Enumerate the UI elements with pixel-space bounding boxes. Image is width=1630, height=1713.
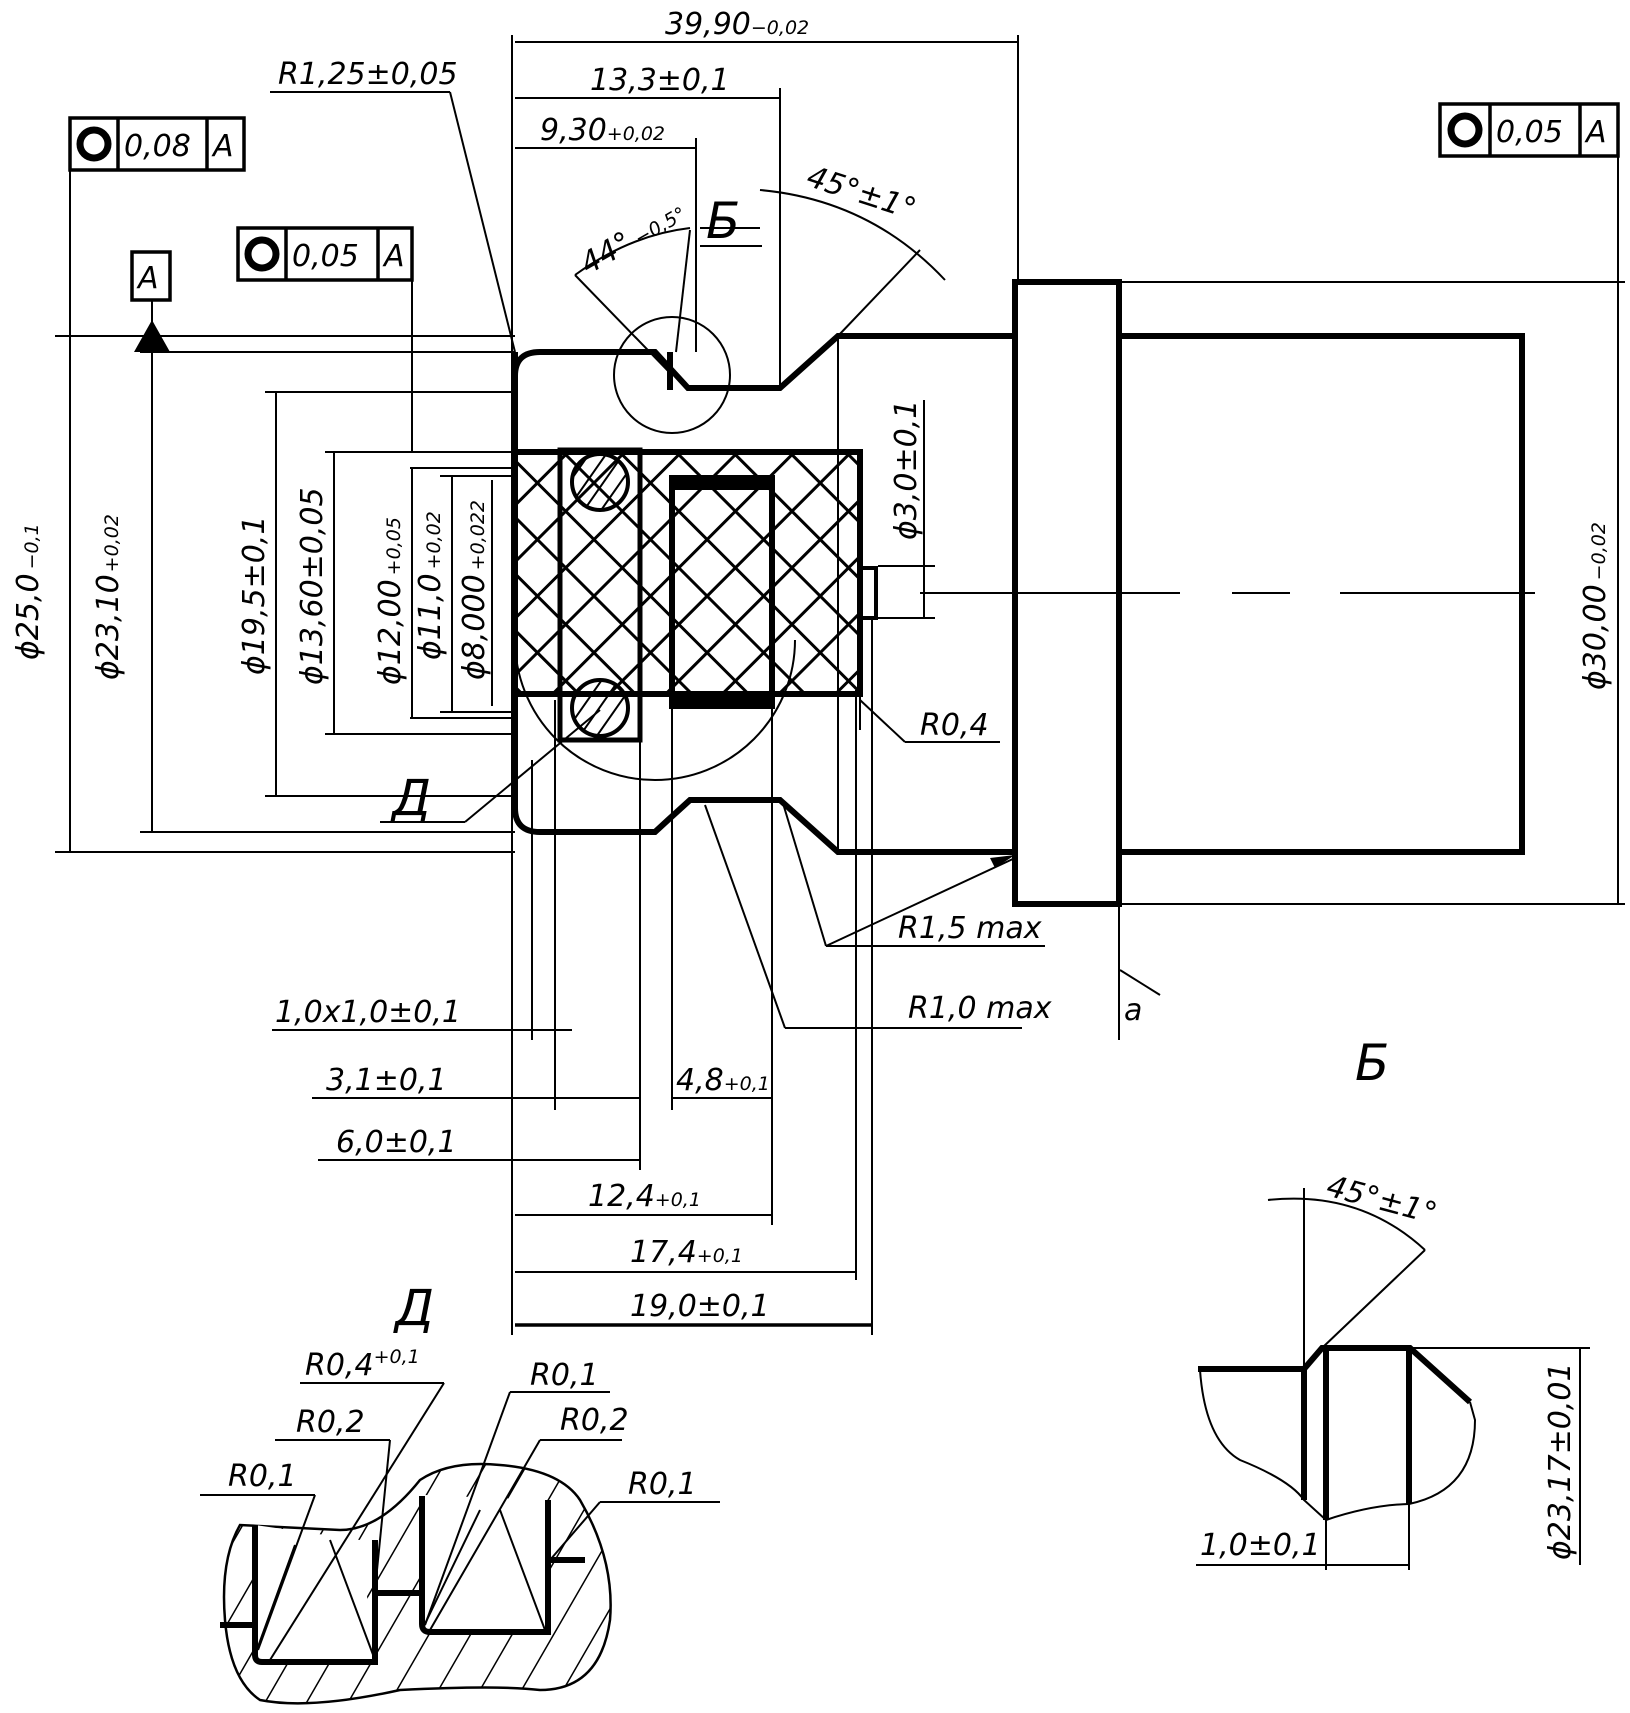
detail-d-r01-c: R0,1 xyxy=(628,1467,697,1502)
dim-sleeve-width: 4,8+0,1 xyxy=(676,1063,770,1098)
tolerance-value: 0,05 xyxy=(1496,115,1563,150)
detail-b-angle: 45°±1° xyxy=(1323,1169,1441,1232)
callout-b: Б xyxy=(706,192,740,250)
surface-mark: a xyxy=(1124,993,1142,1028)
detail-b-diameter: ϕ23,17±0,01 xyxy=(1543,1362,1578,1560)
dim-ring-width: 3,1±0,1 xyxy=(326,1063,447,1098)
detail-b-width: 1,0±0,1 xyxy=(1200,1528,1321,1563)
tolerance-datum: A xyxy=(1584,115,1607,150)
dim-d30-00: ϕ30,00−0,02 xyxy=(1578,522,1613,690)
tolerance-datum: A xyxy=(211,129,234,164)
detail-b-profile xyxy=(1198,1345,1473,1405)
circularity-icon xyxy=(76,126,112,162)
dim-r15: R1,5 max xyxy=(898,911,1042,946)
svg-text:A: A xyxy=(136,261,159,296)
circularity-icon xyxy=(1447,112,1483,148)
detail-b: Б 45°±1° 1,0±0,1 ϕ23,17±0,01 xyxy=(1196,1034,1590,1570)
dim-insert-end: 17,4+0,1 xyxy=(630,1235,743,1270)
dim-d8-000: ϕ8,000+0,022 xyxy=(457,500,492,680)
tolerance-value: 0,05 xyxy=(292,239,359,274)
dimension-lines xyxy=(55,35,1625,1335)
dim-groove-position: 13,3±0,1 xyxy=(590,63,730,98)
tolerance-frame-005-left: 0,05 A xyxy=(236,226,414,282)
arrowheads xyxy=(134,320,1015,868)
detail-b-break-line xyxy=(1199,1369,1477,1522)
dim-d23-10: ϕ23,10+0,02 xyxy=(91,514,126,680)
dim-d13-60: ϕ13,60±0,05 xyxy=(295,487,330,685)
tolerance-value: 0,08 xyxy=(124,129,191,164)
dim-angle-44: 44°−0,5° xyxy=(575,194,692,282)
tolerance-datum: A xyxy=(382,239,405,274)
detail-d-groove-left xyxy=(252,1525,378,1665)
sleeve-bottom-band xyxy=(672,694,772,706)
detail-d-label: Д xyxy=(393,1279,434,1337)
dim-overall-length: 39,90−0,02 xyxy=(665,7,809,42)
datum-a-box: A xyxy=(130,250,172,302)
circularity-icon xyxy=(244,236,280,272)
sleeve-top-band xyxy=(672,478,772,490)
tolerance-frame-008: 0,08 A xyxy=(68,116,246,172)
detail-d-r01-b: R0,1 xyxy=(530,1358,599,1393)
center-hole xyxy=(858,566,878,620)
o-ring-top xyxy=(570,452,630,512)
dim-chamfer-size: 1,0x1,0±0,1 xyxy=(275,995,461,1030)
dim-sleeve-end: 12,4+0,1 xyxy=(588,1179,701,1214)
detail-d-groove-right xyxy=(419,1496,551,1635)
dim-bore-depth: 19,0±0,1 xyxy=(630,1289,770,1324)
o-ring-groove xyxy=(557,447,643,743)
detail-d: Д R0,1 R0,2 R0,4+0,1 R0,1 R0,2 R0,1 xyxy=(200,1279,720,1705)
dim-ring-end: 6,0±0,1 xyxy=(336,1125,457,1160)
datum-triangle xyxy=(134,320,170,352)
detail-d-r04: R0,4+0,1 xyxy=(305,1346,420,1383)
detail-b-callout-circle xyxy=(613,316,731,434)
dim-d3: ϕ3,0±0,1 xyxy=(889,400,924,540)
detail-d-r02-a: R0,2 xyxy=(296,1405,365,1440)
bore-insert xyxy=(512,447,878,743)
dim-d12-00: ϕ12,00+0,05 xyxy=(373,517,408,685)
dim-d19-5: ϕ19,5±0,1 xyxy=(237,516,272,675)
dim-r04: R0,4 xyxy=(920,708,989,743)
dim-d11-0: ϕ11,0+0,02 xyxy=(413,511,448,660)
dim-r125: R1,25±0,05 xyxy=(278,57,458,92)
dim-chamfer-position: 9,30+0,02 xyxy=(540,113,665,148)
detail-d-r01-a: R0,1 xyxy=(228,1459,297,1494)
callout-d: Д xyxy=(390,769,431,827)
dim-r10: R1,0 max xyxy=(908,991,1052,1026)
detail-b-label: Б xyxy=(1355,1034,1389,1092)
tolerance-frame-005-right: 0,05 A xyxy=(1438,102,1620,158)
shaft-upper-contour xyxy=(512,333,1015,391)
dim-d25: ϕ25,0−0,1 xyxy=(11,523,46,660)
detail-d-r02-b: R0,2 xyxy=(560,1403,629,1438)
o-ring-bottom xyxy=(570,678,630,738)
